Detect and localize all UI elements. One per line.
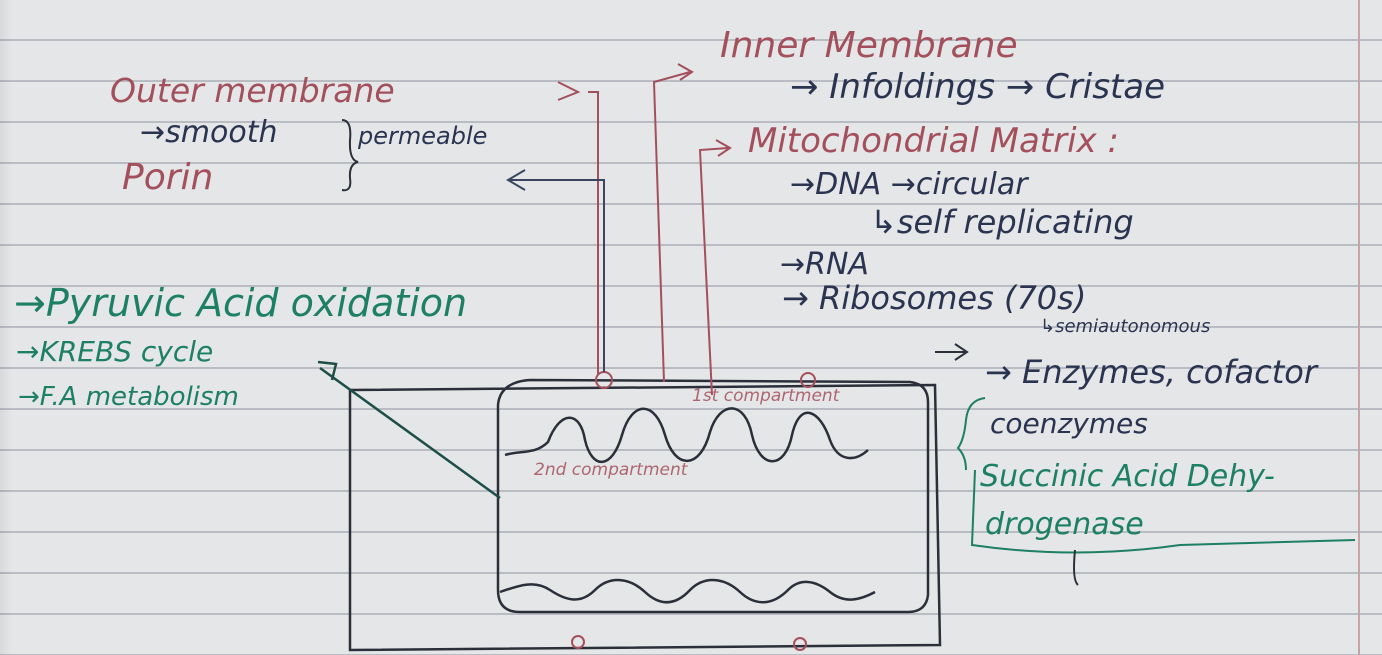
ribosomes-note: → Ribosomes (70s) bbox=[782, 282, 1086, 314]
cristae-wave-bottom bbox=[500, 580, 875, 602]
function-item: →KREBS cycle bbox=[16, 338, 213, 366]
function-item: →Pyruvic Acid oxidation bbox=[14, 284, 467, 322]
matrix-function-pointer bbox=[318, 362, 500, 498]
enzyme-line-1: Succinic Acid Dehy- bbox=[980, 462, 1275, 492]
inner-membrane-pointer bbox=[654, 64, 692, 382]
inner-membrane-outline bbox=[498, 380, 928, 612]
enzymes-note: → Enzymes, cofactor bbox=[985, 356, 1317, 388]
porin-note: Porin bbox=[122, 160, 213, 196]
self-replicating-note: ↳self replicating bbox=[870, 206, 1134, 238]
infoldings-note: → Infoldings → Cristae bbox=[790, 70, 1165, 104]
rna-note: →RNA bbox=[780, 250, 869, 280]
permeable-brace bbox=[342, 120, 358, 190]
second-compartment-label: 2nd compartment bbox=[534, 462, 687, 479]
inner-membrane-heading: Inner Membrane bbox=[720, 28, 1018, 64]
enzyme-tail bbox=[1074, 550, 1078, 585]
porin-circle bbox=[794, 638, 806, 650]
smooth-note: →smooth bbox=[140, 118, 277, 148]
permeable-note: permeable bbox=[358, 124, 487, 148]
outer-membrane-pointer bbox=[558, 82, 598, 375]
outer-membrane-outline bbox=[350, 385, 940, 650]
dna-note: →DNA →circular bbox=[790, 170, 1028, 200]
cristae-wave-top bbox=[505, 408, 868, 462]
semiautonomous-note: ↳semiautonomous bbox=[1040, 318, 1210, 336]
matrix-heading: Mitochondrial Matrix : bbox=[748, 124, 1119, 158]
porin-circle bbox=[572, 636, 584, 648]
enzyme-line-2: drogenase bbox=[985, 510, 1144, 540]
enzymes-arrow bbox=[935, 344, 967, 360]
outer-membrane-heading: Outer membrane bbox=[110, 74, 395, 107]
matrix-pointer bbox=[700, 140, 730, 395]
coenzymes-note: coenzymes bbox=[990, 410, 1148, 438]
function-item: →F.A metabolism bbox=[18, 384, 239, 410]
first-compartment-label: 1st compartment bbox=[692, 388, 839, 405]
porin-pointer bbox=[508, 170, 604, 372]
